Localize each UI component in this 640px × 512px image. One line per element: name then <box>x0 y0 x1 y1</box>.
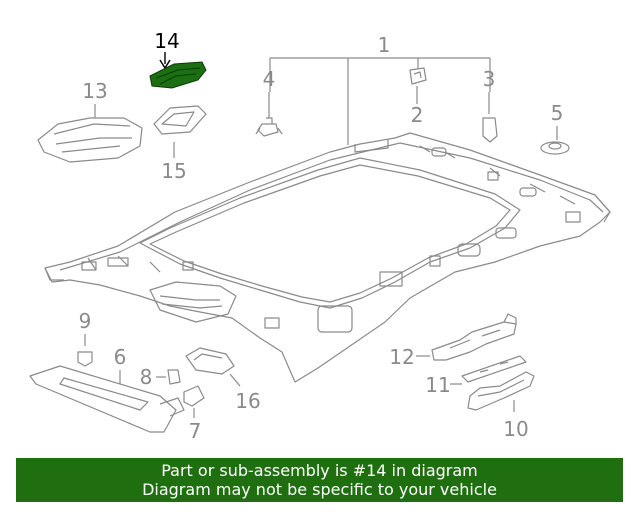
label-3: 3 <box>483 67 496 91</box>
part-5-grommet: 5 <box>540 101 570 155</box>
part-4-clip: 4 <box>255 67 283 137</box>
part-10-grab-handle: 10 <box>467 371 535 441</box>
label-13: 13 <box>82 79 107 103</box>
label-8: 8 <box>140 365 153 389</box>
part-6-sun-visor: 6 <box>29 345 185 433</box>
part-7-bracket: 7 <box>183 385 205 443</box>
part-9-clip: 9 <box>77 309 93 367</box>
label-6: 6 <box>114 345 127 369</box>
label-4: 4 <box>263 67 276 91</box>
label-5: 5 <box>551 101 564 125</box>
label-14: 14 <box>154 29 179 53</box>
part-14-highlighted: 14 <box>149 29 207 89</box>
part-8-clip: 8 <box>140 365 181 389</box>
label-12: 12 <box>389 345 414 369</box>
info-banner: Part or sub-assembly is #14 in diagram D… <box>16 458 623 502</box>
label-10: 10 <box>503 417 528 441</box>
label-11: 11 <box>425 373 450 397</box>
part-11-rail: 11 <box>425 355 527 397</box>
label-2: 2 <box>411 103 424 127</box>
part-3-clip: 3 <box>482 67 498 143</box>
part-15-lens: 15 <box>153 105 207 183</box>
part-12-bracket: 12 <box>389 313 517 369</box>
part-2-clip: 2 <box>409 67 427 127</box>
headliner-panel <box>44 132 611 383</box>
part-13-dome-light: 13 <box>37 79 143 163</box>
label-15: 15 <box>161 159 186 183</box>
banner-line-1: Part or sub-assembly is #14 in diagram <box>161 461 478 480</box>
label-9: 9 <box>79 309 92 333</box>
banner-line-2: Diagram may not be specific to your vehi… <box>142 480 497 499</box>
part-16-lamp: 16 <box>185 347 261 413</box>
parts-diagram: 1 4 2 3 5 14 13 <box>29 29 611 443</box>
label-16: 16 <box>235 389 260 413</box>
label-7: 7 <box>189 419 202 443</box>
label-1: 1 <box>378 33 391 57</box>
callout-1: 1 <box>269 33 491 145</box>
